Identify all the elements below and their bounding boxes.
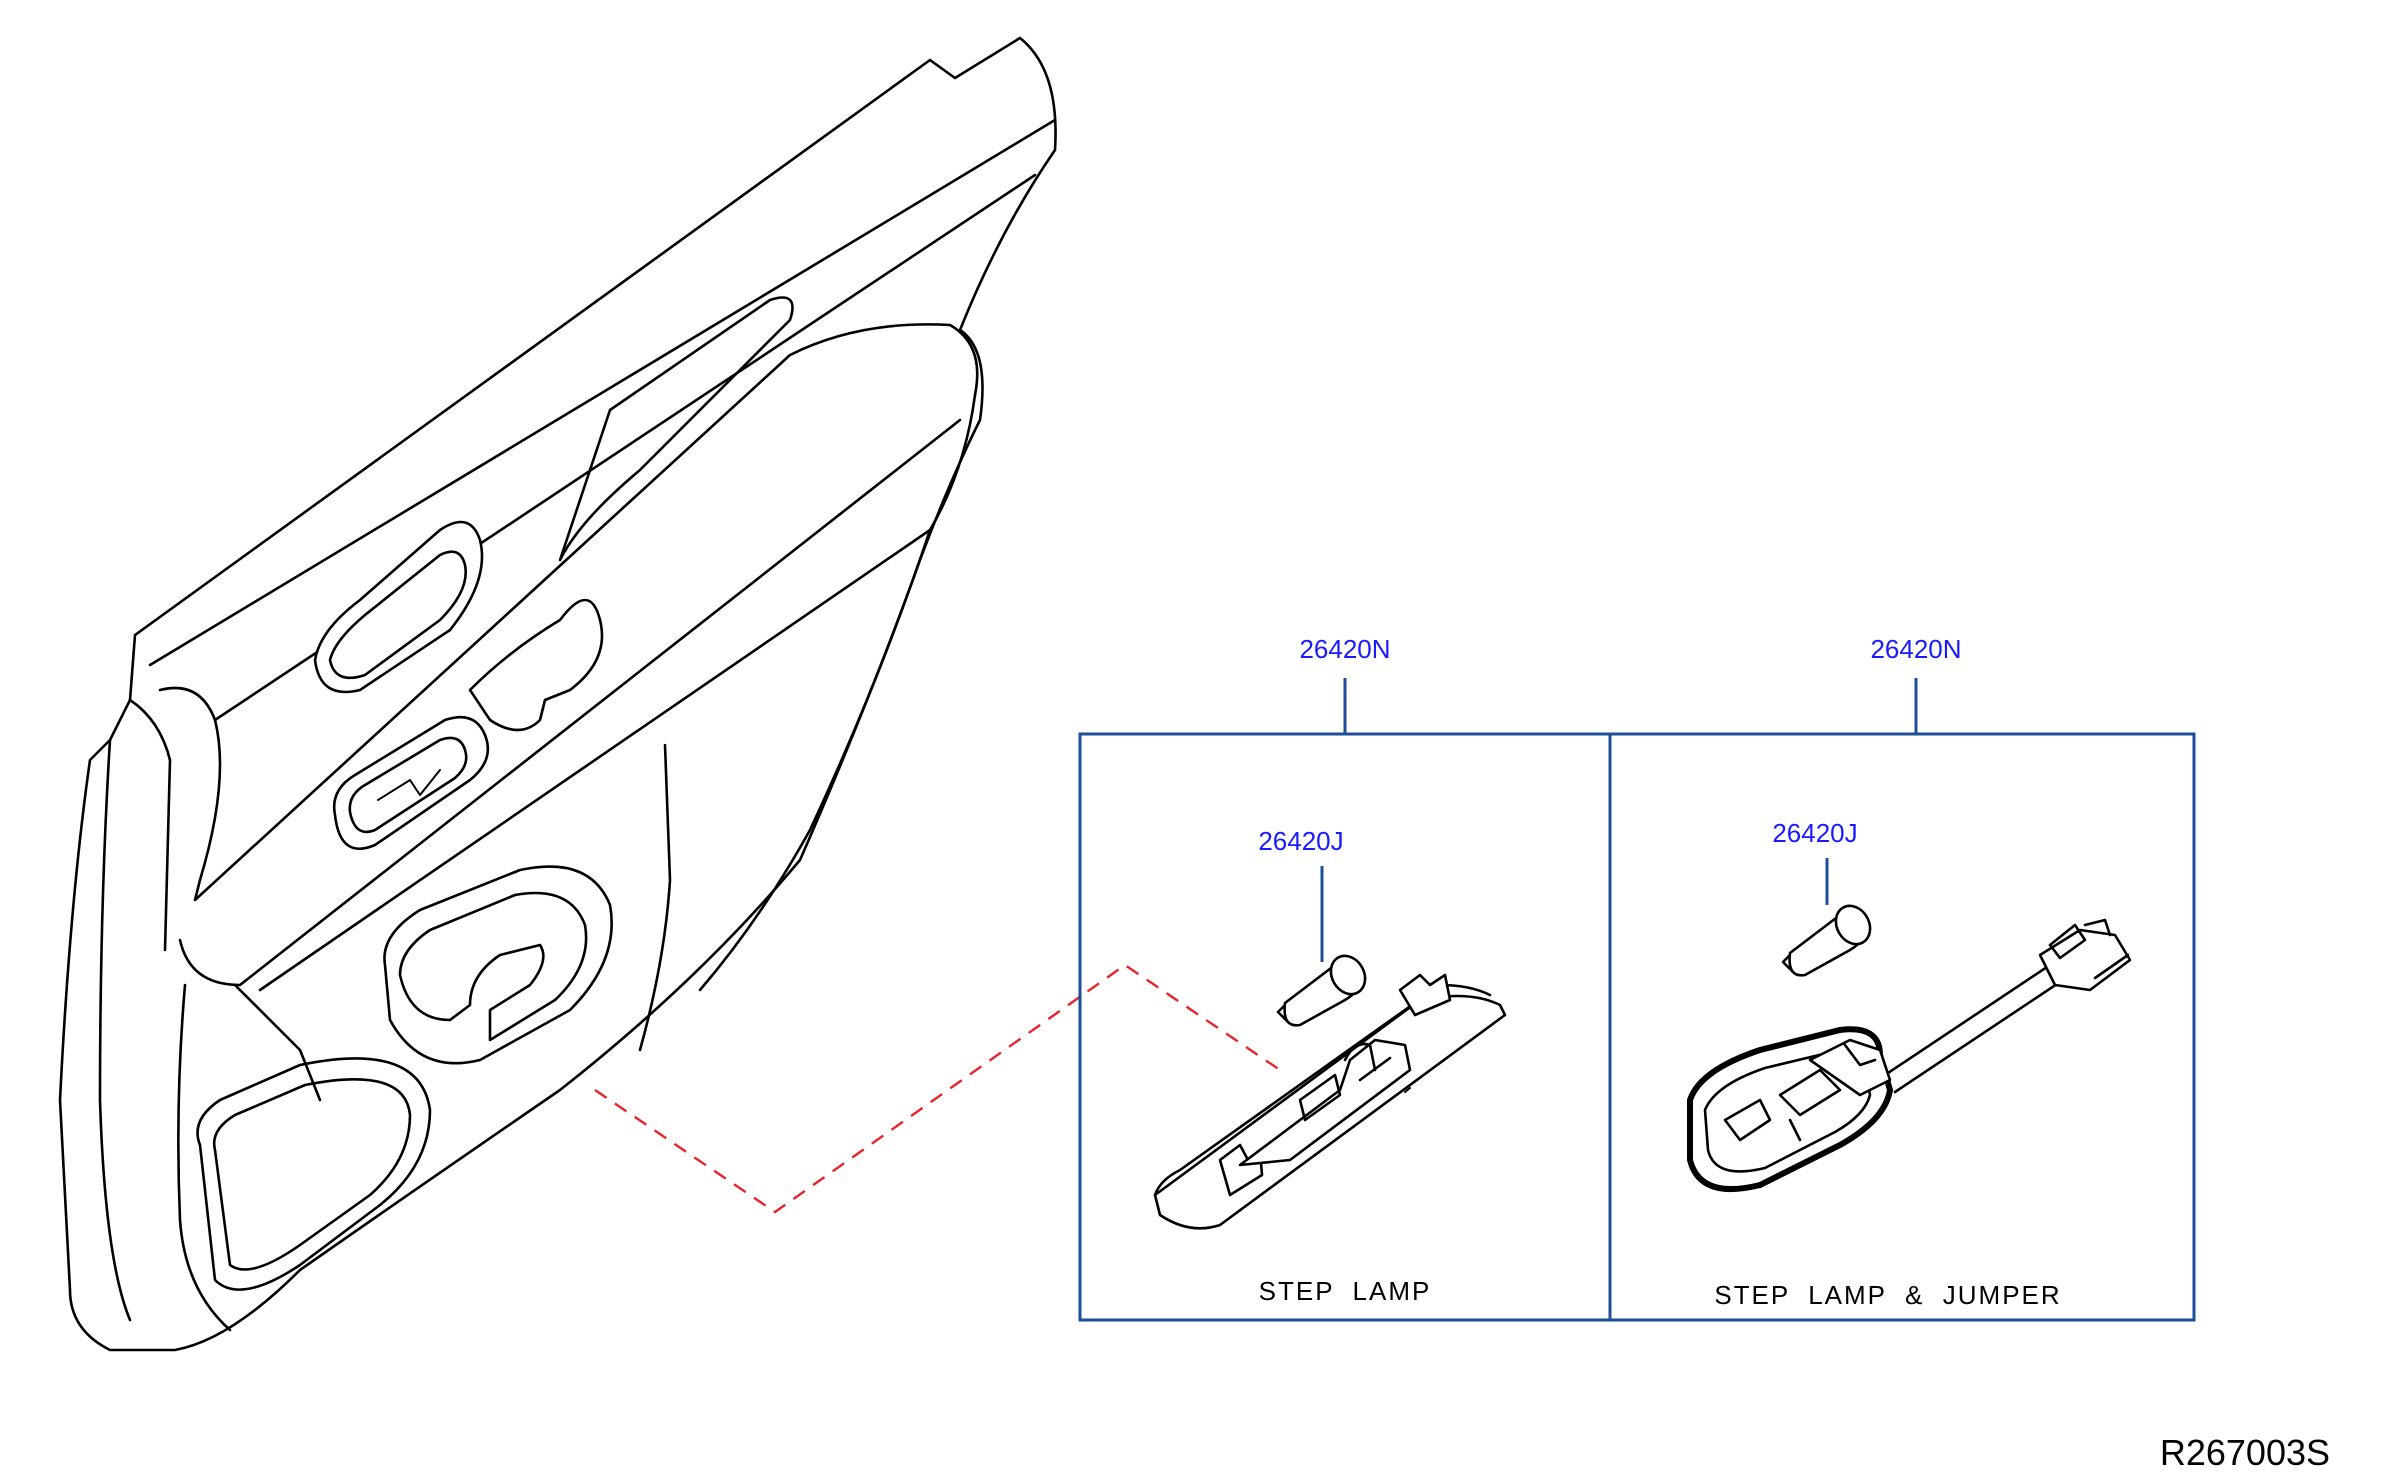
armrest-lower-edge [178,418,962,987]
lower-curve [233,983,322,1102]
diagram-reference-code: R267003S [2160,1432,2330,1473]
jumper-wire [1883,963,2052,1077]
handle-pocket-inner [328,550,467,680]
caption-step-lamp: STEP LAMP [1259,1276,1432,1306]
armrest-side [258,393,977,992]
inner-trim-seam [638,743,672,1052]
pull-handle-cavity [468,598,604,732]
step-lamp-assembly [1153,954,1507,1230]
location-connector [594,963,1281,1214]
panel-side-seam [698,528,932,992]
step-lamp-frame [1078,732,1612,1322]
handle-pocket-outer [313,520,484,694]
step-lamp-jumper-frame [1608,732,2196,1322]
part-number-step-lamp: 26420N [1299,634,1390,664]
door-trim-panel [58,36,1057,1352]
bottle-holder-inner [398,891,588,1042]
bulb-icon [1781,904,1872,977]
panel-rear-edge-2 [128,698,172,952]
panel-rear-edge [98,738,132,1322]
accent-strip [558,296,794,562]
part-number-bulb-left: 26420J [1258,826,1343,856]
jumper-wire-lower [1893,980,2062,1094]
top-cap-ridge [148,118,1057,667]
switch-bezel-inner [348,736,468,834]
step-lamp-housing [1687,1026,1894,1193]
bulb-icon [1276,954,1367,1027]
speaker-grille-inner [212,1078,412,1271]
caption-step-lamp-jumper: STEP LAMP & JUMPER [1714,1280,2061,1310]
bottle-holder-outer [383,865,613,1065]
harness-connector [2038,918,2132,992]
lower-trim-contour [177,983,232,1332]
part-number-bulb-right: 26420J [1772,818,1857,848]
part-number-step-lamp-jumper: 26420N [1870,634,1961,664]
callout-frames [1078,678,2196,1322]
window-switch [377,769,441,801]
armrest-upper-edge [193,323,979,902]
step-lamp-housing [1153,973,1507,1230]
speaker-grille-outer [196,1057,432,1291]
step-lamp-jumper-assembly [1687,904,2132,1193]
